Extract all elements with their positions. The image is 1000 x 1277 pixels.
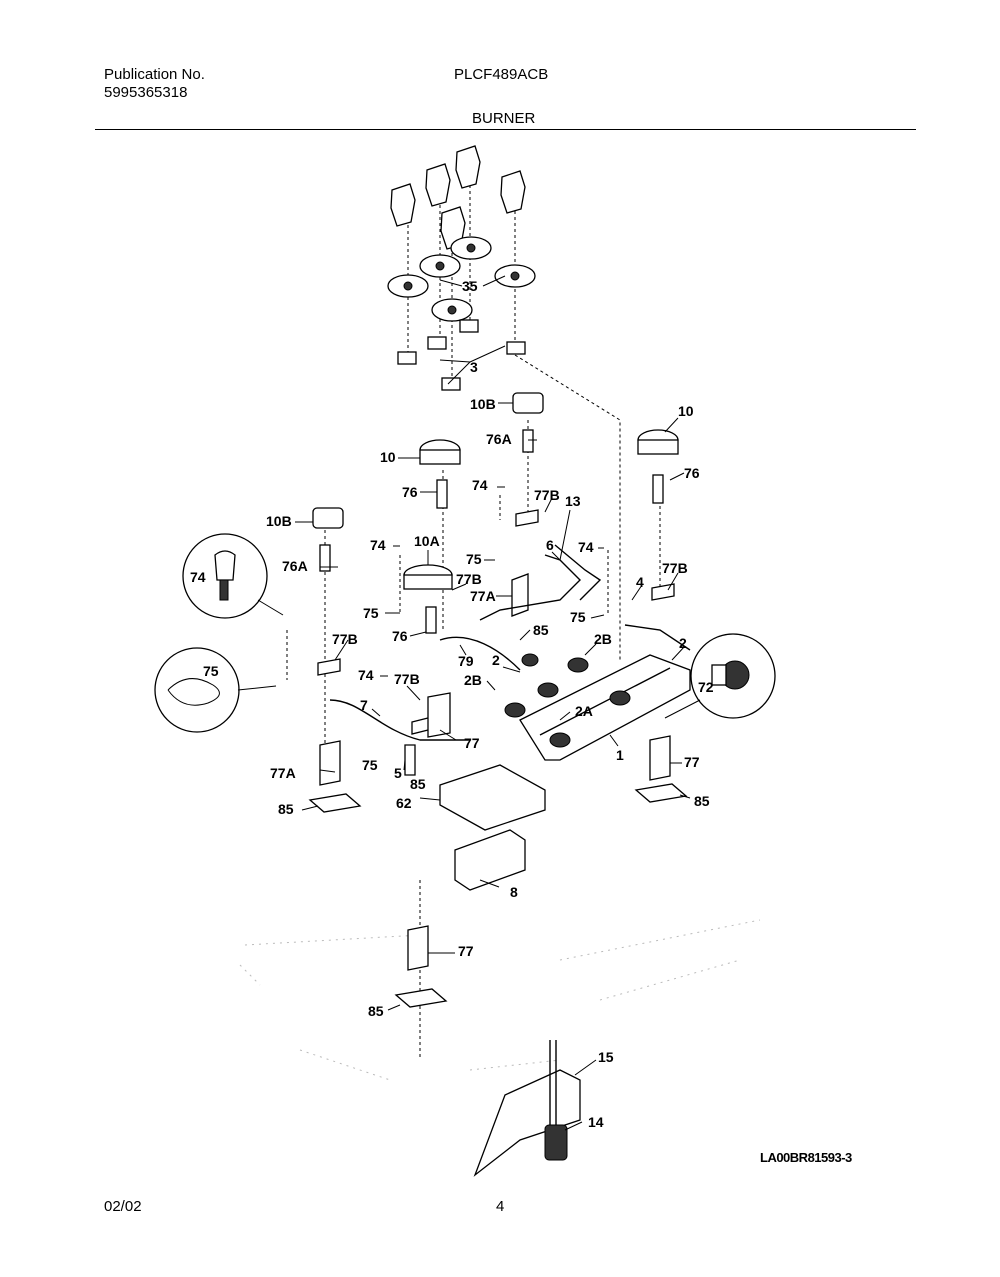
part-label: 77A <box>470 588 496 604</box>
header-rule <box>95 129 916 130</box>
part-label: 5 <box>394 765 402 781</box>
part-label: 79 <box>458 653 474 669</box>
burner-heads <box>312 392 679 590</box>
part-label: 77 <box>458 943 474 959</box>
knob <box>455 145 481 189</box>
leader-lines <box>295 275 691 1131</box>
part-label: 13 <box>565 493 581 509</box>
part-label: 10 <box>678 403 694 419</box>
part-label: 77B <box>394 671 420 687</box>
assembly-lines <box>286 185 661 1060</box>
part-label: 2B <box>464 672 482 688</box>
pressure-regulator <box>473 1040 581 1177</box>
part-label: 77 <box>684 754 700 770</box>
part-label: 85 <box>533 622 549 638</box>
knob-bezels <box>387 236 536 322</box>
part-label: 1 <box>616 747 624 763</box>
part-label: 77B <box>332 631 358 647</box>
part-label: 2B <box>594 631 612 647</box>
part-label: 8 <box>510 884 518 900</box>
part-label: 4 <box>636 574 644 590</box>
part-label: 2A <box>575 703 593 719</box>
detail-circles <box>154 533 776 733</box>
part-label: 76A <box>282 558 308 574</box>
control-knobs <box>390 145 526 250</box>
part-label: 10B <box>470 396 496 412</box>
part-label: 75 <box>466 551 482 567</box>
model-number: PLCF489ACB <box>454 66 549 83</box>
part-label: 10A <box>414 533 440 549</box>
part-label: 76 <box>392 628 408 644</box>
part-label: 75 <box>363 605 379 621</box>
part-label: 85 <box>278 801 294 817</box>
part-label: 62 <box>396 795 412 811</box>
part-label: 74 <box>472 477 488 493</box>
part-label: 2 <box>679 635 687 651</box>
part-label: 77B <box>662 560 688 576</box>
part-label: 15 <box>598 1049 614 1065</box>
cabinet-outline <box>239 919 761 1081</box>
spark-module <box>439 764 546 891</box>
part-label: 10 <box>380 449 396 465</box>
part-label: 85 <box>368 1003 384 1019</box>
part-label: 72 <box>698 679 714 695</box>
part-label: 74 <box>358 667 374 683</box>
brackets <box>308 509 688 1008</box>
orifice-holders <box>319 429 664 634</box>
part-label: 10B <box>266 513 292 529</box>
publication-label: Publication No. <box>104 66 205 83</box>
part-label: 35 <box>462 278 478 294</box>
part-labels: 35 3 10B 10 76 76A 10 76 74 77B 13 10B 7… <box>190 278 714 1130</box>
publication-number: 5995365318 <box>104 84 188 101</box>
part-label: 74 <box>190 569 206 585</box>
part-label: 3 <box>470 359 478 375</box>
part-label: 85 <box>410 776 426 792</box>
part-label: 2 <box>492 652 500 668</box>
part-label: 74 <box>370 537 386 553</box>
part-label: 76A <box>486 431 512 447</box>
part-label: 77B <box>534 487 560 503</box>
part-label: 77A <box>270 765 296 781</box>
part-label: 75 <box>570 609 586 625</box>
part-label: 75 <box>203 663 219 679</box>
part-label: 85 <box>694 793 710 809</box>
part-label: 76 <box>684 465 700 481</box>
part-label: 6 <box>546 537 554 553</box>
ignition-switches <box>397 319 526 391</box>
knob <box>500 170 526 214</box>
part-label: 14 <box>588 1114 604 1130</box>
part-label: 76 <box>402 484 418 500</box>
part-label: 77 <box>464 735 480 751</box>
footer-date: 02/02 <box>104 1198 142 1215</box>
part-label: 74 <box>578 539 594 555</box>
gas-valves <box>504 653 631 748</box>
knob <box>425 163 451 207</box>
part-label: 7 <box>360 697 368 713</box>
section-title: BURNER <box>472 110 536 127</box>
drawing-code: LA00BR81593-3 <box>760 1150 852 1165</box>
knob <box>390 183 416 227</box>
part-label: 75 <box>362 757 378 773</box>
part-label: 77B <box>456 571 482 587</box>
page-number: 4 <box>496 1198 505 1215</box>
